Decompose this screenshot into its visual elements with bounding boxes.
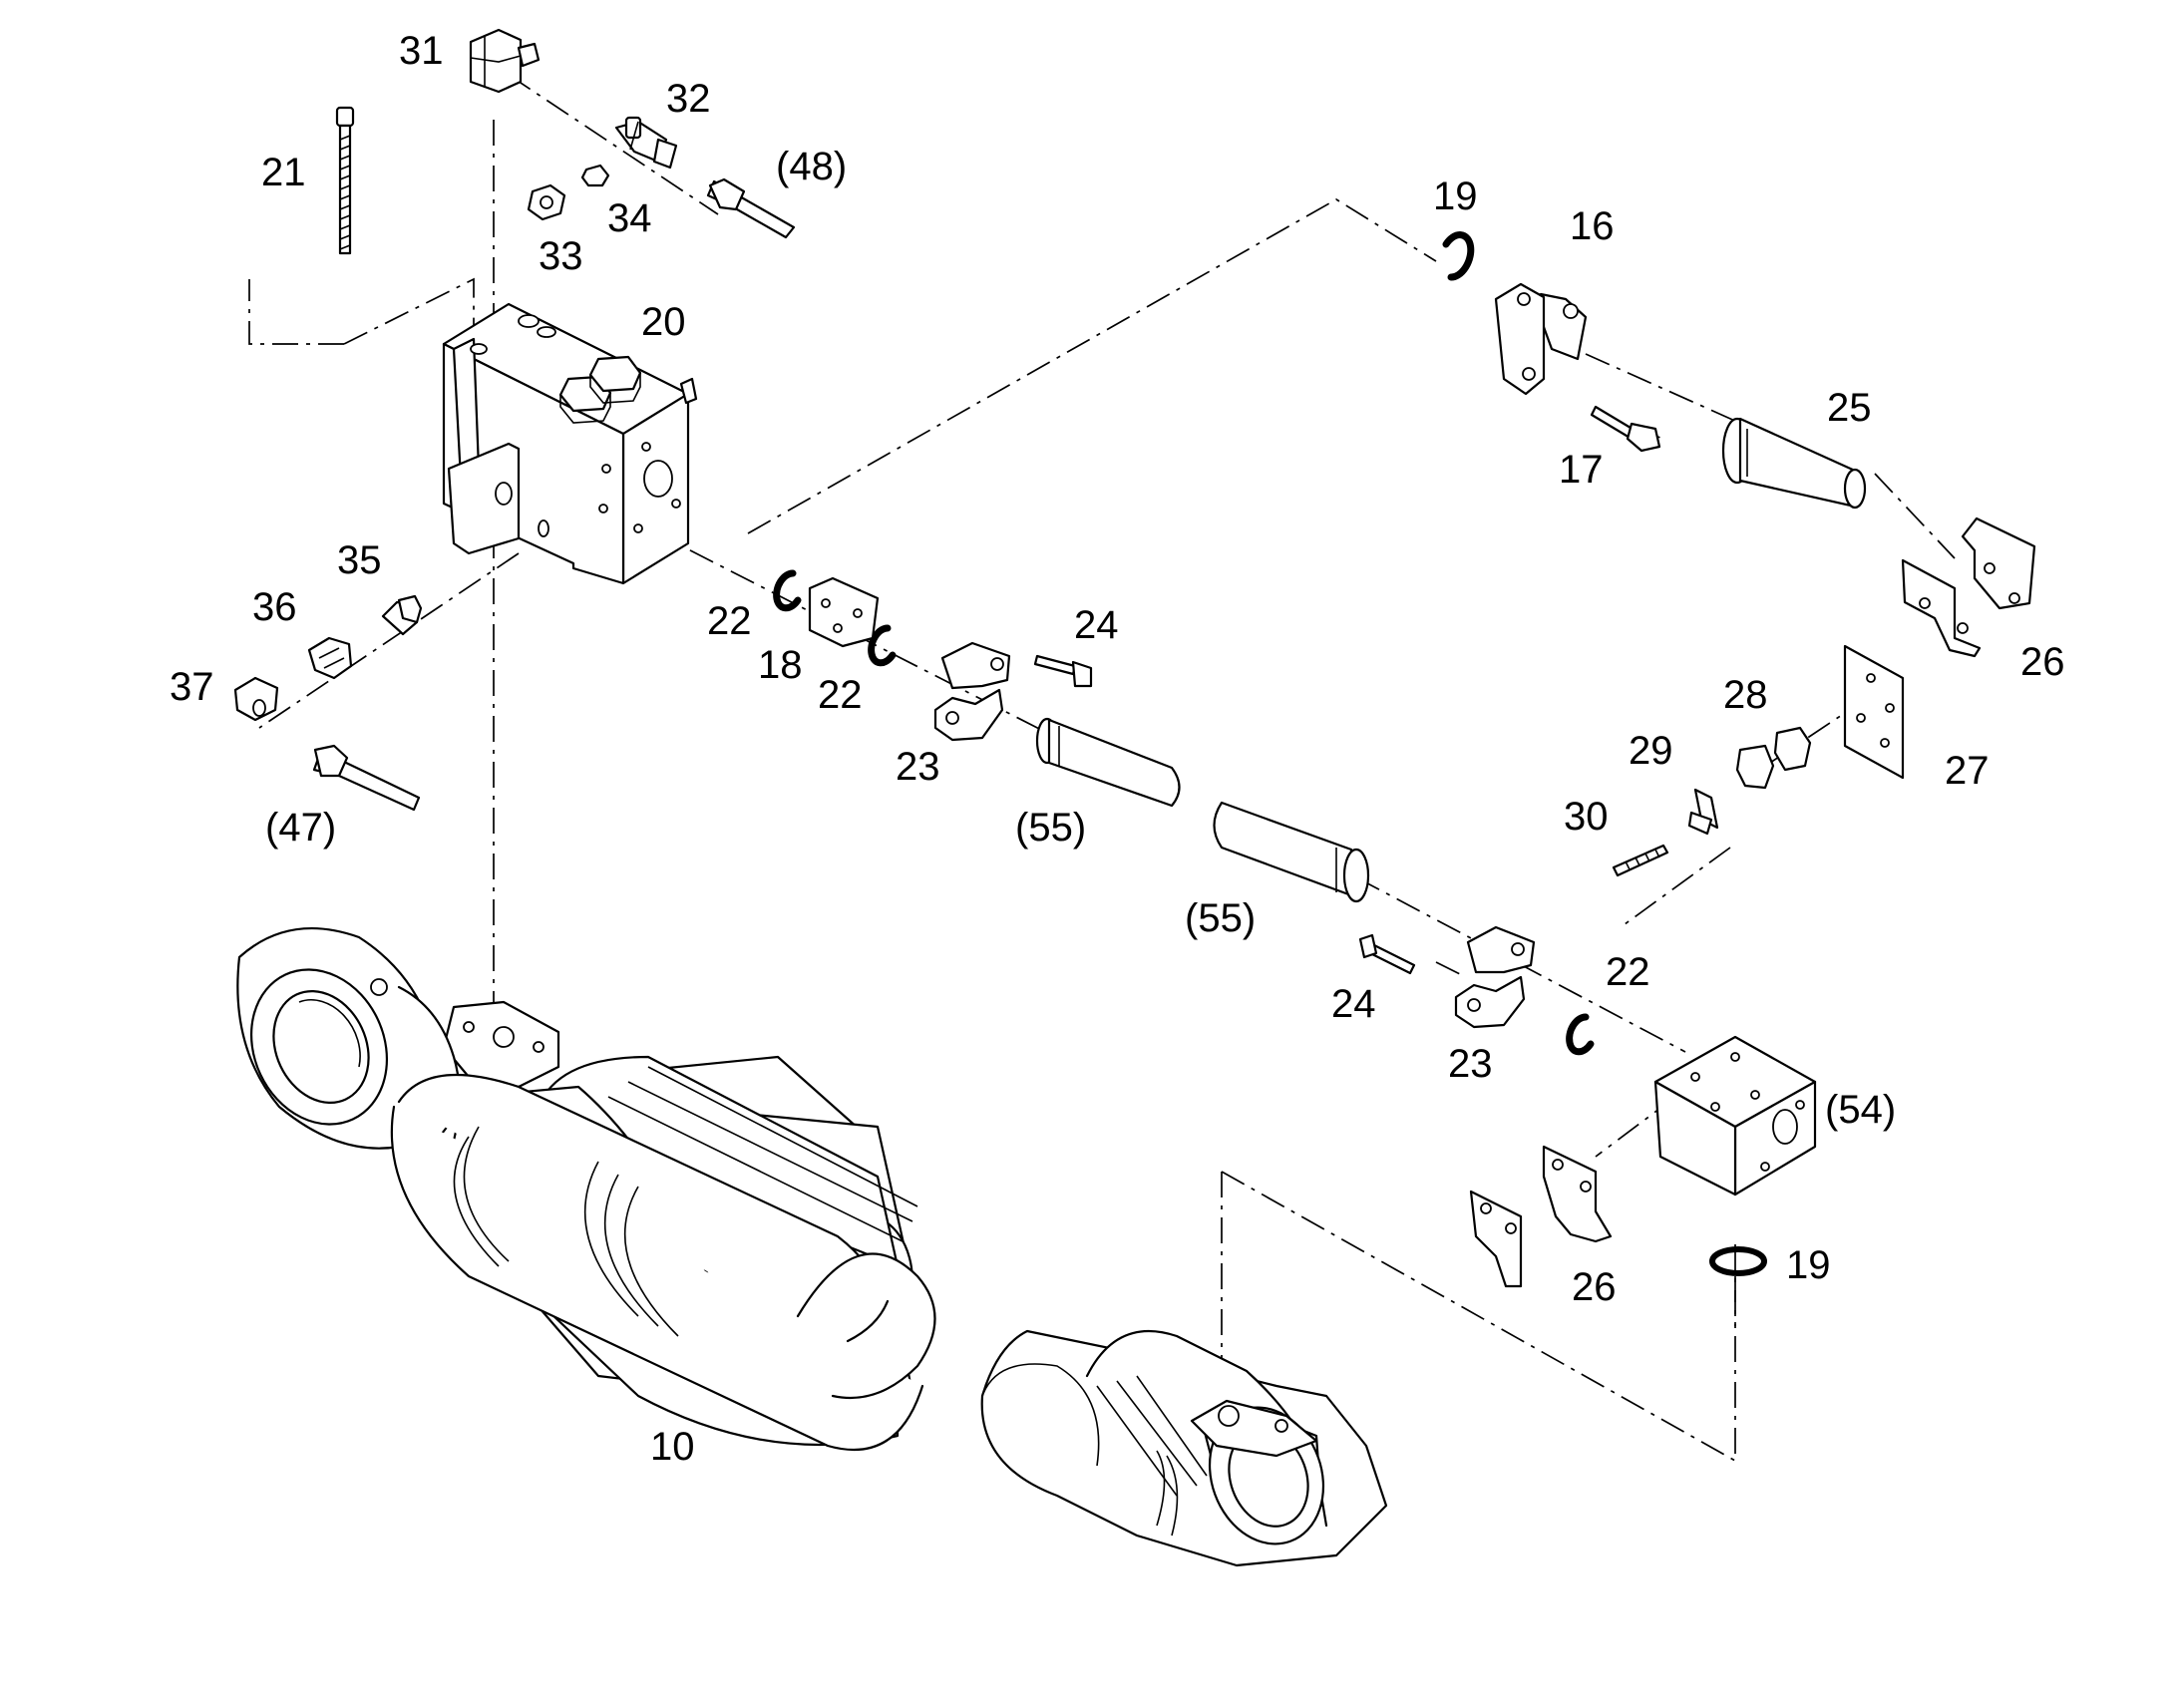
o-ring-19a (1442, 231, 1475, 281)
leader-screw-30 (1620, 847, 1731, 928)
callout-23a: 23 (896, 745, 940, 789)
tube-55a (1035, 717, 1181, 808)
port-block-54 (1653, 1035, 1817, 1196)
callout-34: 34 (607, 196, 652, 240)
screw-24a (1033, 654, 1093, 688)
callout-29: 29 (1629, 729, 1673, 773)
screw-30 (1612, 844, 1669, 877)
leader-ring-19b (1221, 1171, 1736, 1463)
callout-54: (54) (1825, 1088, 1896, 1132)
callout-28: 28 (1723, 673, 1768, 717)
callout-55b: (55) (1185, 896, 1256, 940)
callout-55a: (55) (1015, 806, 1086, 850)
callout-19a: 19 (1433, 174, 1478, 218)
tube-55b (1213, 801, 1370, 903)
callout-35: 35 (337, 538, 382, 582)
plate-27 (1843, 644, 1905, 780)
callout-24a: 24 (1074, 603, 1119, 647)
clip-28 (1735, 726, 1812, 790)
cylinder-head-10 (236, 927, 936, 1451)
tee-fitting-32 (614, 116, 678, 170)
flange-23a (933, 641, 1011, 742)
leader-clamp-26 (1874, 473, 1956, 559)
elbow-37 (233, 676, 279, 722)
callout-21: 21 (261, 151, 306, 194)
fitting-34 (580, 164, 610, 187)
pipe-48 (706, 177, 796, 239)
pipe-47 (312, 744, 421, 812)
o-ring-22c (1566, 1013, 1595, 1056)
callout-31: 31 (399, 29, 444, 73)
callout-22b: 22 (818, 673, 863, 717)
callout-36: 36 (252, 585, 297, 629)
callout-25: 25 (1827, 386, 1872, 430)
callout-30: 30 (1564, 795, 1609, 839)
callout-47: (47) (265, 806, 336, 850)
screw-17 (1590, 405, 1661, 453)
callout-37: 37 (170, 665, 214, 709)
callout-10: 10 (650, 1425, 695, 1469)
clamp-26b (1469, 1145, 1613, 1288)
screw-24b (1358, 933, 1416, 975)
callout-22c: 22 (1606, 950, 1650, 994)
bracket-29 (1687, 788, 1719, 836)
callout-19b: 19 (1786, 1243, 1831, 1287)
flange-half-16 (1494, 282, 1588, 396)
o-ring-22a (773, 569, 802, 612)
callout-20: 20 (641, 300, 686, 344)
plate-18 (808, 576, 880, 648)
leader-flange-top (747, 198, 1437, 534)
leader-fittings-left (258, 552, 520, 729)
elbow-fitting-31 (469, 28, 541, 94)
callout-24b: 24 (1331, 982, 1376, 1026)
valve-block-20 (442, 302, 698, 585)
o-ring-22b (868, 624, 897, 667)
flange-23b (1454, 925, 1536, 1029)
callout-26a: 26 (2020, 640, 2065, 684)
screw-21 (335, 106, 355, 255)
callout-17: 17 (1559, 448, 1604, 492)
clamp-26a (1901, 516, 2036, 658)
callout-26b: 26 (1572, 1265, 1617, 1309)
leader-screw-24b (1435, 961, 1463, 976)
nut-33 (527, 183, 566, 221)
callout-33: 33 (539, 234, 583, 278)
callout-18: 18 (758, 643, 803, 687)
o-ring-19b (1709, 1246, 1767, 1276)
callout-27: 27 (1945, 749, 1990, 793)
fitting-36 (307, 636, 353, 680)
cylinder-rod-10 (980, 1329, 1388, 1567)
tube-25 (1721, 417, 1867, 510)
fitting-35 (381, 594, 423, 636)
callout-23b: 23 (1448, 1042, 1493, 1086)
callout-22a: 22 (707, 599, 752, 643)
leader-block-20 (343, 277, 475, 379)
callout-48: (48) (776, 145, 847, 188)
callout-16: 16 (1570, 204, 1615, 248)
leader-screw-21 (248, 279, 344, 345)
callout-32: 32 (666, 77, 711, 121)
leader-fittings-32 (508, 74, 719, 215)
callout-labels: 31 32 (48) 21 34 33 20 19 16 25 17 35 36… (170, 29, 2065, 1469)
